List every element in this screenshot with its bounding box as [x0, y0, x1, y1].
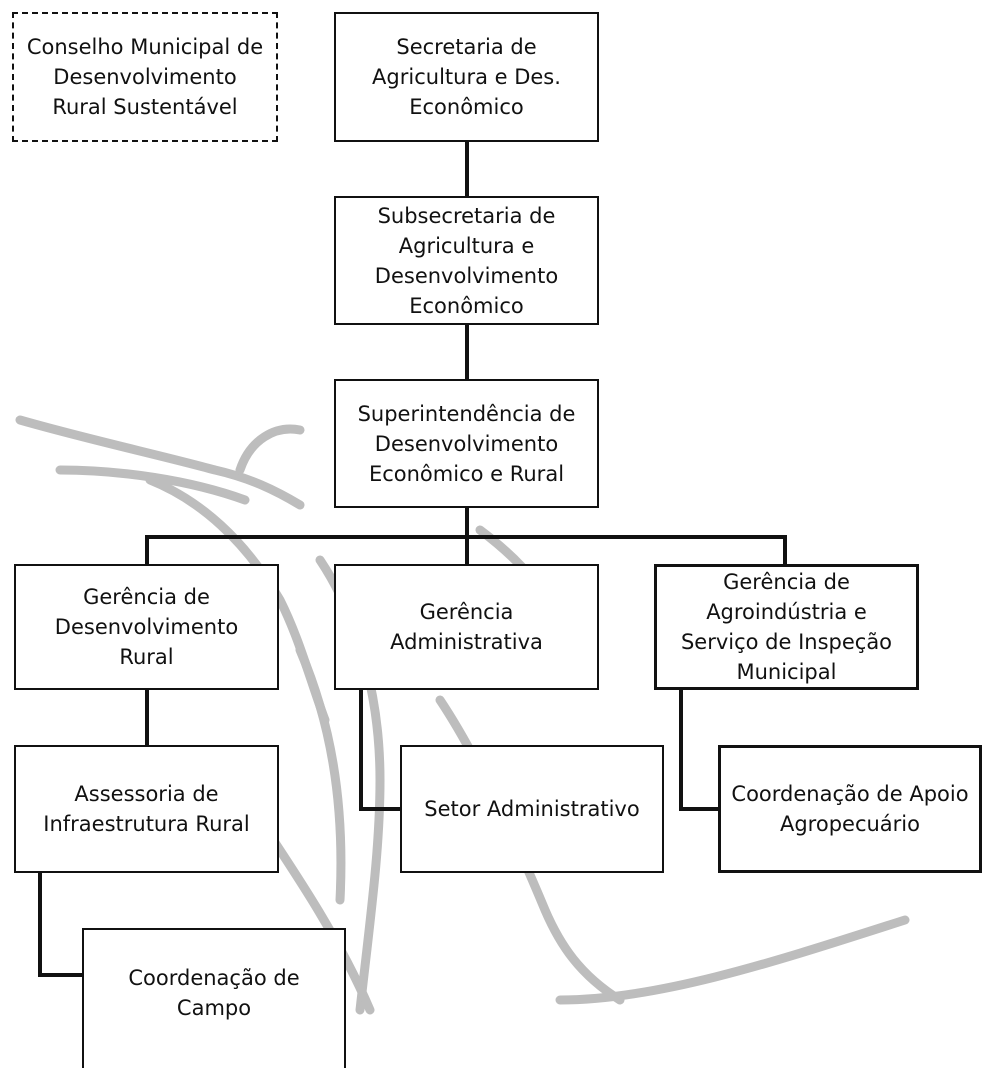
assessoria-box: Assessoria de Infraestrutura Rural — [14, 745, 279, 873]
council-box: Conselho Municipal de Desenvolvimento Ru… — [12, 12, 278, 142]
connector-gerencia-agro-apoio-h — [679, 807, 719, 811]
coord-apoio-box: Coordenação de Apoio Agropecuário — [718, 745, 982, 873]
coord-apoio-label: Coordenação de Apoio Agropecuário — [731, 782, 969, 836]
connector-gerencia-agro-apoio-v — [679, 690, 683, 811]
gerencia-agro-label: Gerência de Agroindústria e Serviço de I… — [680, 570, 893, 684]
connector-gerencia-rural-assessoria — [145, 690, 149, 745]
gerencia-rural-box: Gerência de Desenvolvimento Rural — [14, 564, 279, 690]
gerencia-agro-box: Gerência de Agroindústria e Serviço de I… — [654, 564, 919, 690]
coord-campo-box: Coordenação de Campo — [82, 928, 346, 1068]
coord-campo-label: Coordenação de Campo — [128, 966, 300, 1020]
gerencia-admin-box: Gerência Administrativa — [334, 564, 599, 690]
subsecretaria-box: Subsecretaria de Agricultura e Desenvolv… — [334, 196, 599, 325]
secretaria-box: Secretaria de Agricultura e Des. Econômi… — [334, 12, 599, 142]
connector-gerencia-admin-setor-h — [359, 807, 401, 811]
superintendencia-box: Superintendência de Desenvolvimento Econ… — [334, 379, 599, 508]
council-label: Conselho Municipal de Desenvolvimento Ru… — [26, 35, 264, 119]
connector-bus-gerencia-rural — [145, 535, 149, 564]
assessoria-label: Assessoria de Infraestrutura Rural — [43, 782, 250, 836]
connector-bus-gerencia-agro — [783, 535, 787, 564]
gerencia-rural-label: Gerência de Desenvolvimento Rural — [54, 585, 239, 669]
setor-admin-label: Setor Administrativo — [424, 797, 640, 821]
connector-bus-gerencia-admin — [465, 535, 469, 564]
subsecretaria-label: Subsecretaria de Agricultura e Desenvolv… — [374, 203, 559, 318]
connector-assessoria-campo-h — [38, 973, 82, 977]
connector-gerencia-admin-setor-v — [359, 690, 363, 811]
connector-secretaria-subsecretaria — [465, 142, 469, 196]
secretaria-label: Secretaria de Agricultura e Des. Econômi… — [372, 35, 561, 119]
connector-subsecretaria-superintendencia — [465, 325, 469, 379]
gerencia-admin-label: Gerência Administrativa — [390, 600, 543, 654]
connector-assessoria-campo-v — [38, 873, 42, 977]
setor-admin-box: Setor Administrativo — [400, 745, 664, 873]
connector-superintendencia-bus — [465, 508, 469, 538]
superintendencia-label: Superintendência de Desenvolvimento Econ… — [357, 401, 576, 486]
